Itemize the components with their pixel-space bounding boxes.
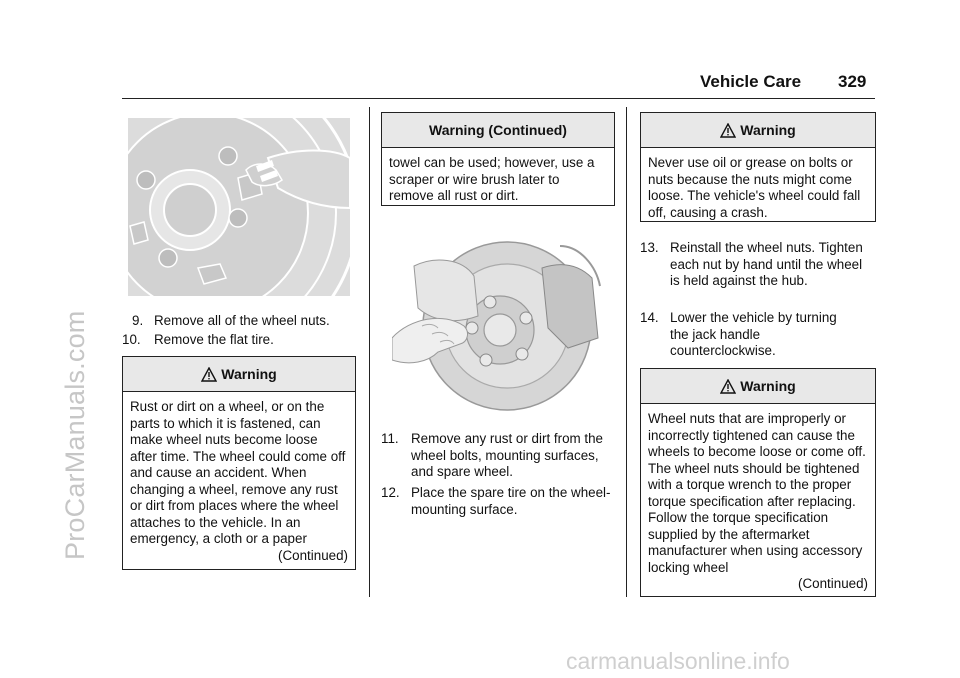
warning-body: Rust or dirt on a wheel, or on the parts… [123, 392, 355, 570]
step-text: Remove the flat tire. [154, 332, 274, 347]
warning-title: Warning [221, 366, 277, 382]
warning-body: Wheel nuts that are improperly or incorr… [641, 404, 875, 599]
step-text: Lower the vehicle by turning the jack ha… [670, 310, 837, 358]
header-divider [122, 98, 875, 99]
warning-header: Warning [641, 113, 875, 148]
warning-box-torque: Warning Wheel nuts that are improperly o… [640, 368, 876, 597]
side-watermark: ProCarManuals.com [60, 310, 90, 561]
step-text: Place the spare tire on the wheel-mounti… [411, 485, 611, 517]
warning-triangle-icon [720, 122, 737, 138]
warning-box-oil-grease: Warning Never use oil or grease on bolts… [640, 112, 876, 222]
column-divider-2 [626, 107, 627, 597]
step-number: 13. [640, 240, 659, 255]
warning-body: Never use oil or grease on bolts or nuts… [641, 148, 875, 227]
step-number: 12. [381, 485, 400, 500]
warning-header: Warning (Continued) [382, 113, 614, 148]
continued-label: (Continued) [798, 576, 868, 591]
warning-text: Wheel nuts that are improperly or incorr… [648, 411, 866, 575]
section-title: Vehicle Care [700, 72, 802, 91]
step-text: Remove all of the wheel nuts. [154, 313, 330, 328]
step-number: 10. [122, 332, 141, 347]
warning-header: Warning [641, 369, 875, 404]
step-number: 9. [132, 313, 144, 328]
step-number: 11. [381, 431, 399, 446]
warning-title: Warning (Continued) [429, 122, 567, 138]
column-divider-1 [369, 107, 370, 597]
warning-text: Never use oil or grease on bolts or nuts… [648, 155, 861, 220]
warning-title: Warning [740, 378, 796, 394]
step-number: 14. [640, 310, 659, 325]
warning-text: towel can be used; however, use a scrape… [389, 155, 595, 203]
warning-box-rust: Warning Rust or dirt on a wheel, or on t… [122, 356, 356, 570]
warning-triangle-icon [720, 378, 737, 394]
step-text: Remove any rust or dirt from the wheel b… [411, 431, 604, 479]
warning-text: Rust or dirt on a wheel, or on the parts… [130, 399, 346, 546]
wheel-nut-removal-illustration [128, 118, 350, 296]
warning-triangle-icon [201, 366, 218, 382]
warning-title: Warning [740, 122, 796, 138]
warning-header: Warning [123, 357, 355, 392]
warning-box-continued: Warning (Continued) towel can be used; h… [381, 112, 615, 206]
page-number: 329 [838, 72, 867, 91]
continued-label: (Continued) [278, 547, 348, 563]
bottom-watermark: carmanualsonline.info [566, 648, 790, 674]
hub-cleaning-illustration [392, 238, 602, 416]
warning-body: towel can be used; however, use a scrape… [382, 148, 614, 211]
step-text: Reinstall the wheel nuts. Tighten each n… [670, 240, 863, 288]
